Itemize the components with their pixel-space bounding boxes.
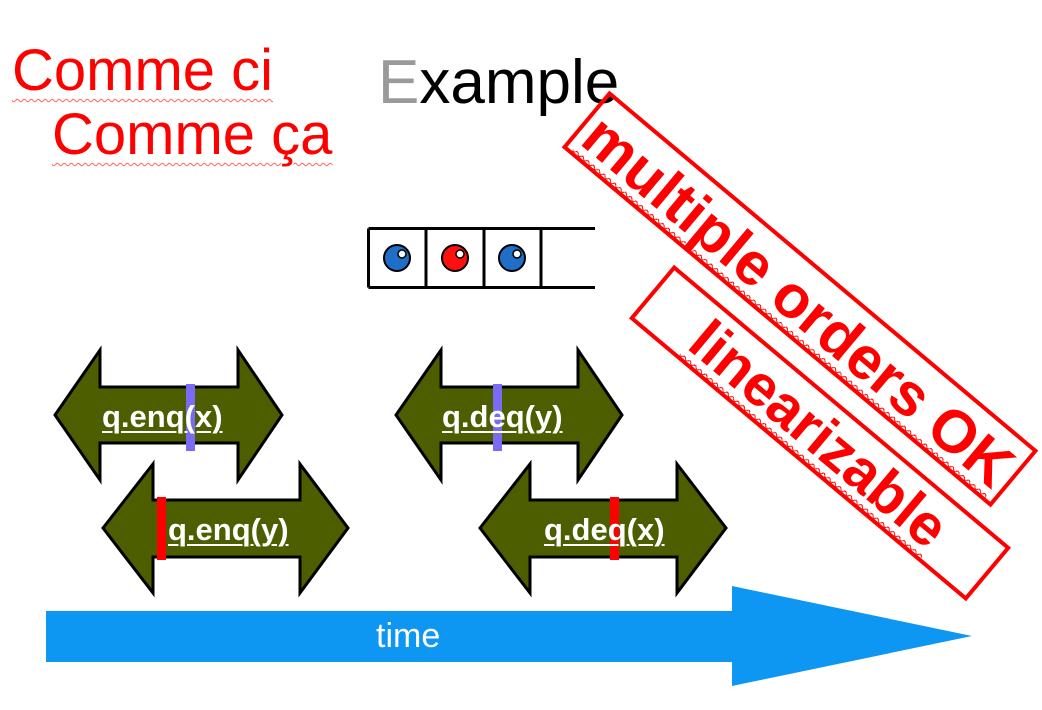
annotation-comme-ca: Comme ça: [52, 102, 333, 167]
queue: [367, 227, 595, 289]
page-title: Example: [378, 52, 619, 114]
op-label-deq-x: q.deq(x): [544, 512, 665, 547]
op-interval-arrow-enq-y: [101, 459, 350, 598]
linearization-point-deq-x: [610, 497, 619, 560]
linearization-point-enq-y: [157, 497, 166, 560]
op-label-deq-y: q.deq(y): [442, 399, 563, 434]
time-label: time: [376, 617, 441, 655]
linearization-point-deq-y: [493, 384, 502, 451]
op-interval-arrow-enq-x: [53, 345, 284, 485]
queue-item-1: [383, 244, 411, 272]
op-label-enq-x: q.enq(x): [102, 399, 223, 434]
op-interval-arrow-deq-y: [394, 345, 624, 485]
op-label-enq-y: q.enq(y): [168, 512, 289, 547]
time-arrow: [46, 586, 972, 686]
title-rest: xample: [419, 48, 620, 117]
linearization-point-enq-x: [186, 384, 195, 451]
annotation-comme-ci: Comme ci: [12, 38, 274, 103]
op-interval-arrow-deq-x: [478, 459, 728, 598]
queue-item-3: [498, 244, 526, 272]
queue-item-2: [441, 244, 469, 272]
queue-frame: [367, 227, 595, 289]
title-first-letter: E: [378, 48, 420, 117]
